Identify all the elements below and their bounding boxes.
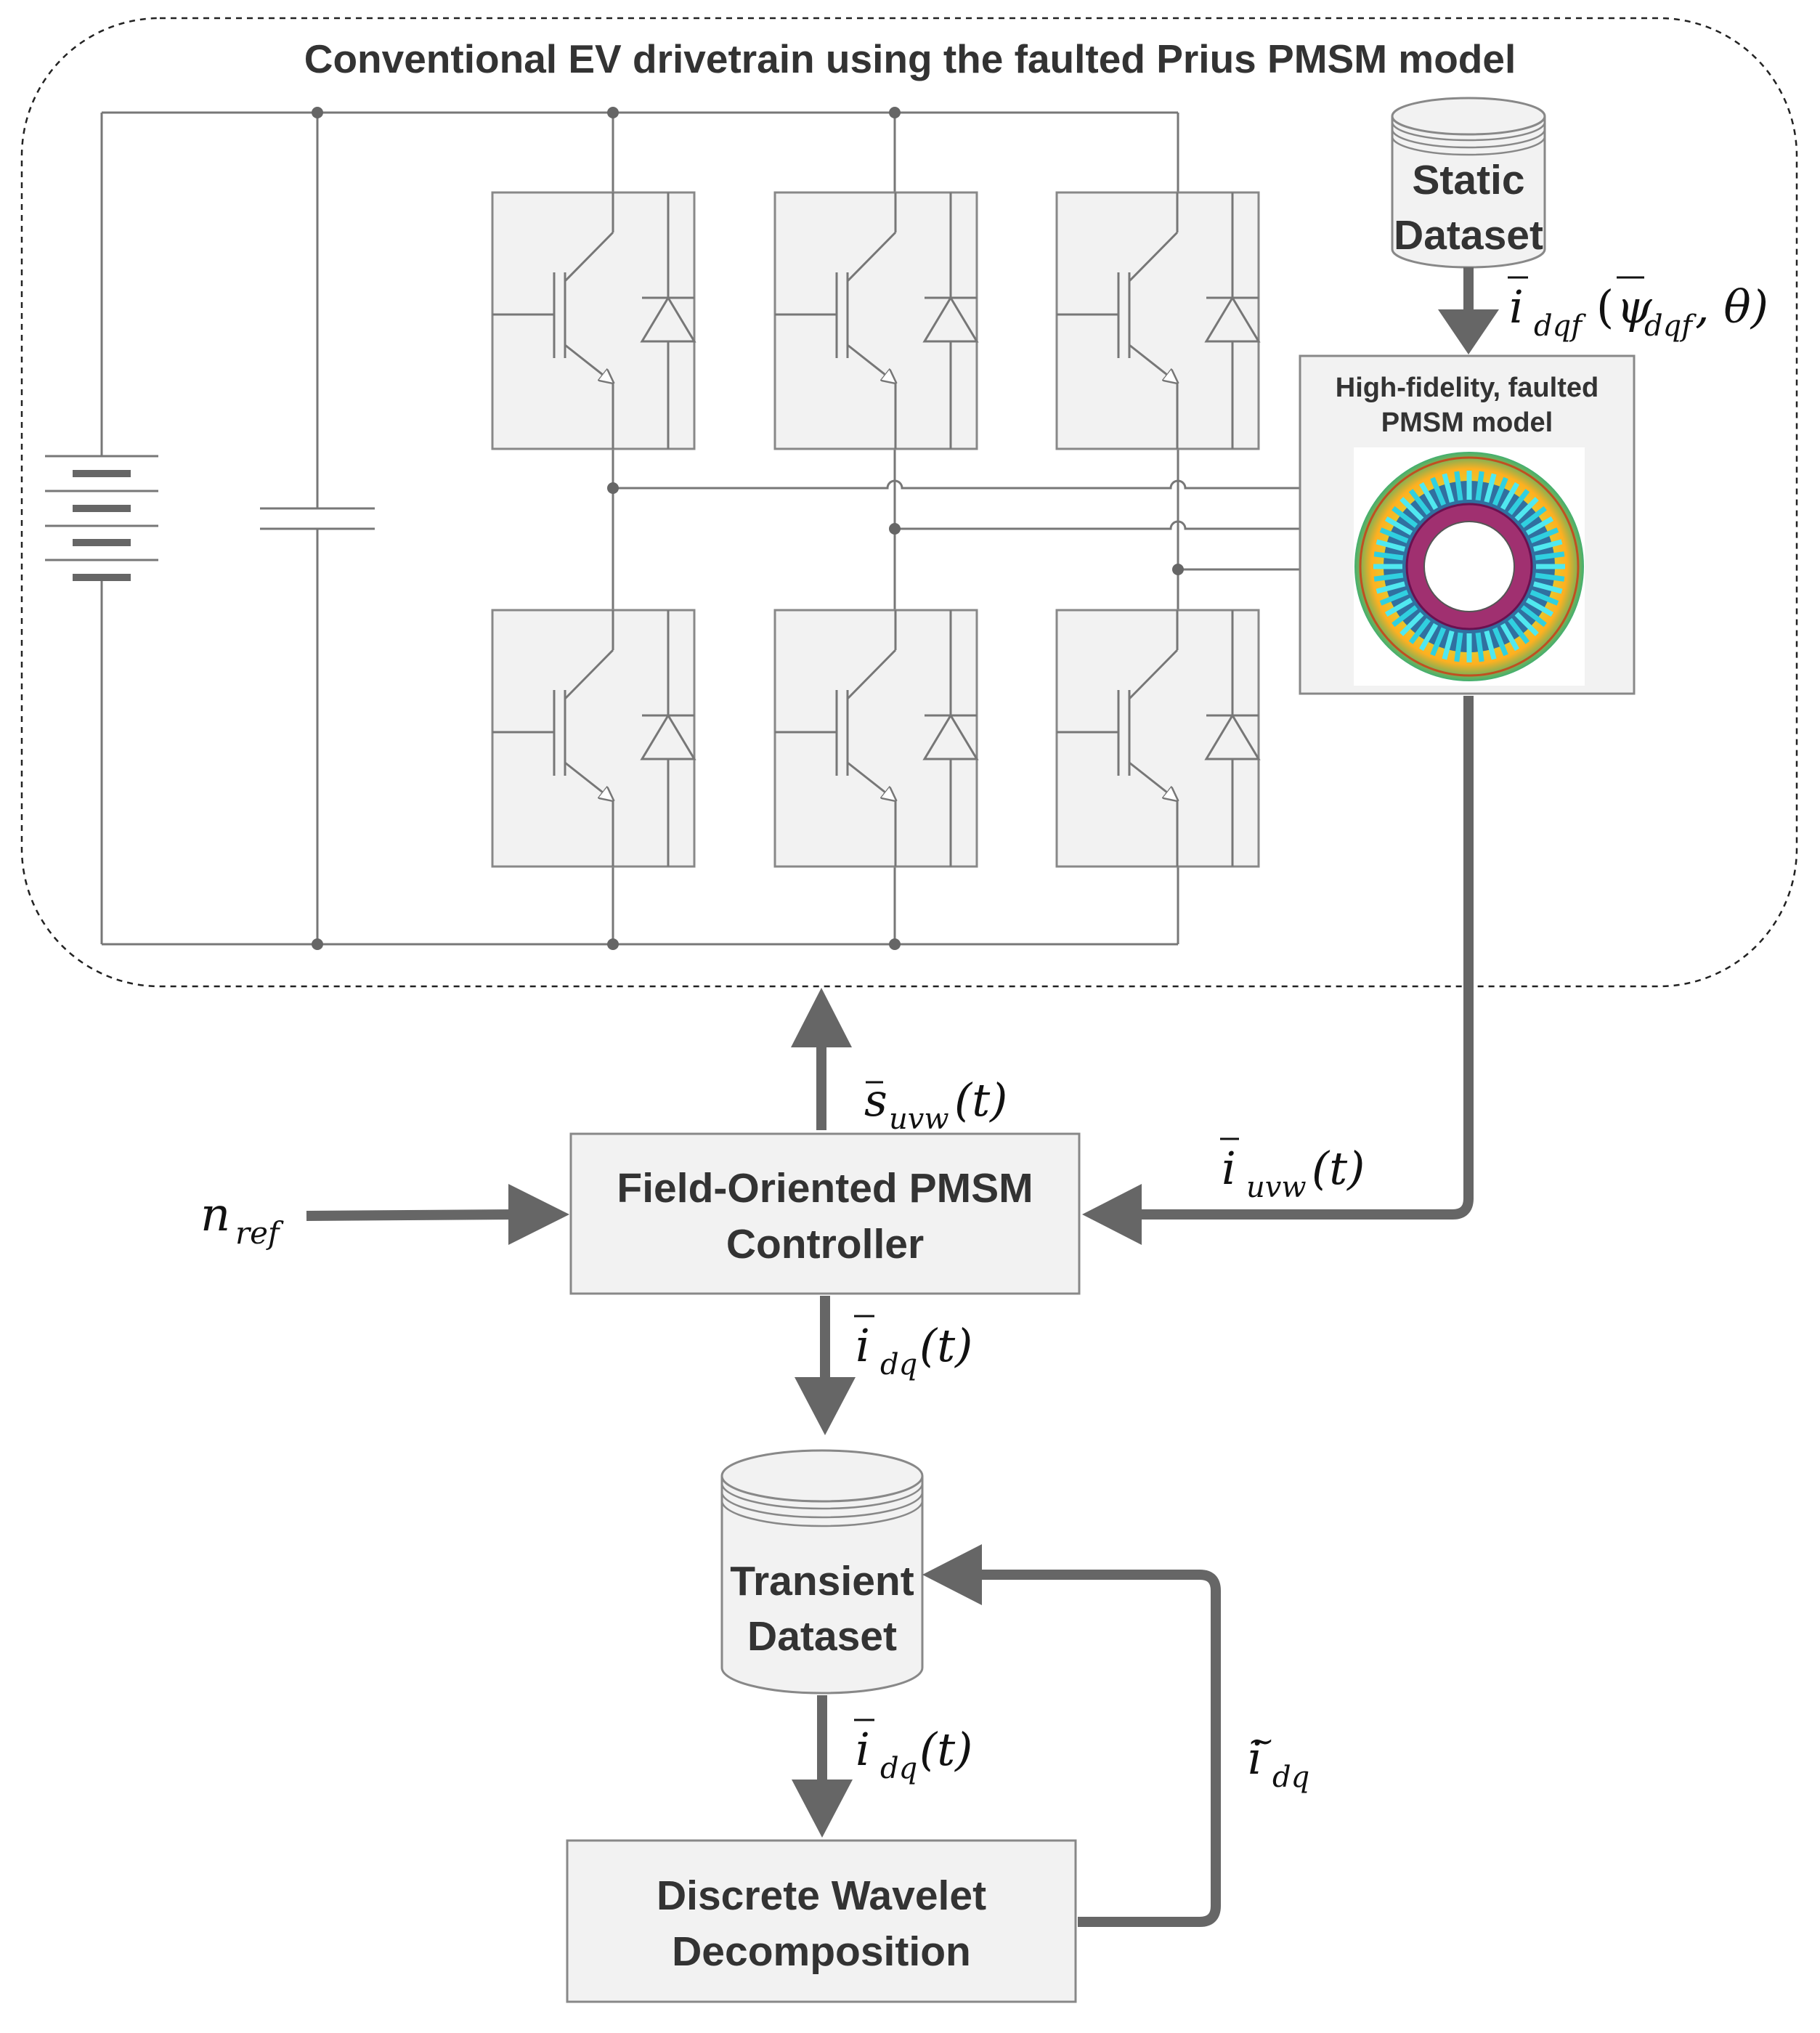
controller-label-line1: Field-Oriented PMSM (617, 1165, 1033, 1212)
capacitor-icon (260, 507, 375, 530)
svg-text:dqf: dqf (1534, 309, 1586, 343)
svg-text:i: i (856, 1319, 870, 1372)
svg-text:i: i (856, 1723, 870, 1776)
battery-icon (45, 455, 158, 581)
igbt-leg-v-high (773, 191, 979, 450)
svg-text:(t): (t) (919, 1319, 972, 1372)
dwt-label-line2: Decomposition (672, 1928, 971, 1975)
arrow-dwt-feedback (922, 1544, 1221, 1927)
igbt-leg-u-low (491, 609, 696, 868)
drivetrain-title: Conventional EV drivetrain using the fau… (304, 36, 1516, 81)
transient-dataset-cylinder (720, 1449, 924, 1695)
speed-ref-label: n (200, 1188, 230, 1242)
igbt-leg-w-low (1055, 609, 1261, 868)
svg-text:i: i (1248, 1732, 1262, 1785)
igbt-leg-u-high (491, 191, 696, 450)
signal-gate: s uvw (t) (864, 1074, 1007, 1136)
motor-model-label-line2: PMSM model (1381, 407, 1553, 438)
signal-static-to-motor: i dqf ( ψ dqf , θ) (1508, 276, 1768, 343)
arrow-motor-to-controller (1082, 696, 1474, 1245)
speed-ref-sub: ref (235, 1215, 284, 1251)
arrow-controller-to-transient (795, 1296, 856, 1435)
stator-slots (1373, 471, 1565, 662)
svg-text:ψ: ψ (1617, 280, 1653, 333)
junction-dots (312, 107, 1184, 950)
svg-text:s: s (864, 1074, 887, 1127)
signal-controller-dq: i dq (t) (854, 1315, 972, 1381)
svg-text:~: ~ (1248, 1723, 1275, 1760)
dwt-box (566, 1839, 1077, 2003)
svg-text:dqf: dqf (1644, 309, 1697, 343)
svg-text:uvw: uvw (889, 1103, 949, 1136)
controller-label-line2: Controller (726, 1221, 924, 1267)
arrow-transient-to-dwt (792, 1695, 853, 1838)
dwt-label-line1: Discrete Wavelet (657, 1872, 986, 1919)
controller-box (569, 1132, 1081, 1295)
svg-text:(t): (t) (919, 1723, 972, 1776)
svg-text:uvw: uvw (1246, 1171, 1307, 1204)
svg-text:dq: dq (1272, 1761, 1309, 1794)
signal-transient-dq: i dq (t) (854, 1718, 972, 1785)
static-dataset-label-line2: Dataset (1394, 212, 1543, 259)
arrow-static-to-motor (1438, 267, 1499, 354)
motor-cross-section-icon (1354, 452, 1584, 681)
svg-text:i: i (1222, 1142, 1236, 1195)
svg-text:(t): (t) (954, 1074, 1007, 1127)
svg-text:(t): (t) (1312, 1142, 1365, 1195)
igbt-modules (491, 191, 1261, 868)
arrow-speed-ref (306, 1184, 569, 1245)
drivetrain-container (20, 17, 1798, 988)
static-dataset-label-line1: Static (1412, 157, 1524, 203)
transient-dataset-label-line2: Dataset (747, 1613, 897, 1660)
motor-model-label-line1: High-fidelity, faulted (1336, 373, 1598, 403)
arrow-controller-to-inverter (791, 988, 852, 1130)
svg-text:, θ): , θ) (1695, 280, 1768, 333)
transient-dataset-label-line1: Transient (730, 1558, 914, 1604)
static-dataset-cylinder (1391, 97, 1546, 269)
igbt-leg-w-high (1055, 191, 1261, 450)
igbt-leg-v-low (773, 609, 979, 868)
svg-text:dq: dq (880, 1348, 917, 1381)
signal-phase-currents: i uvw (t) (1220, 1137, 1365, 1204)
svg-text:(: ( (1596, 280, 1614, 333)
svg-text:dq: dq (880, 1752, 917, 1785)
signal-feedback: ~ i dq (1248, 1723, 1309, 1794)
svg-text:i: i (1509, 280, 1524, 333)
